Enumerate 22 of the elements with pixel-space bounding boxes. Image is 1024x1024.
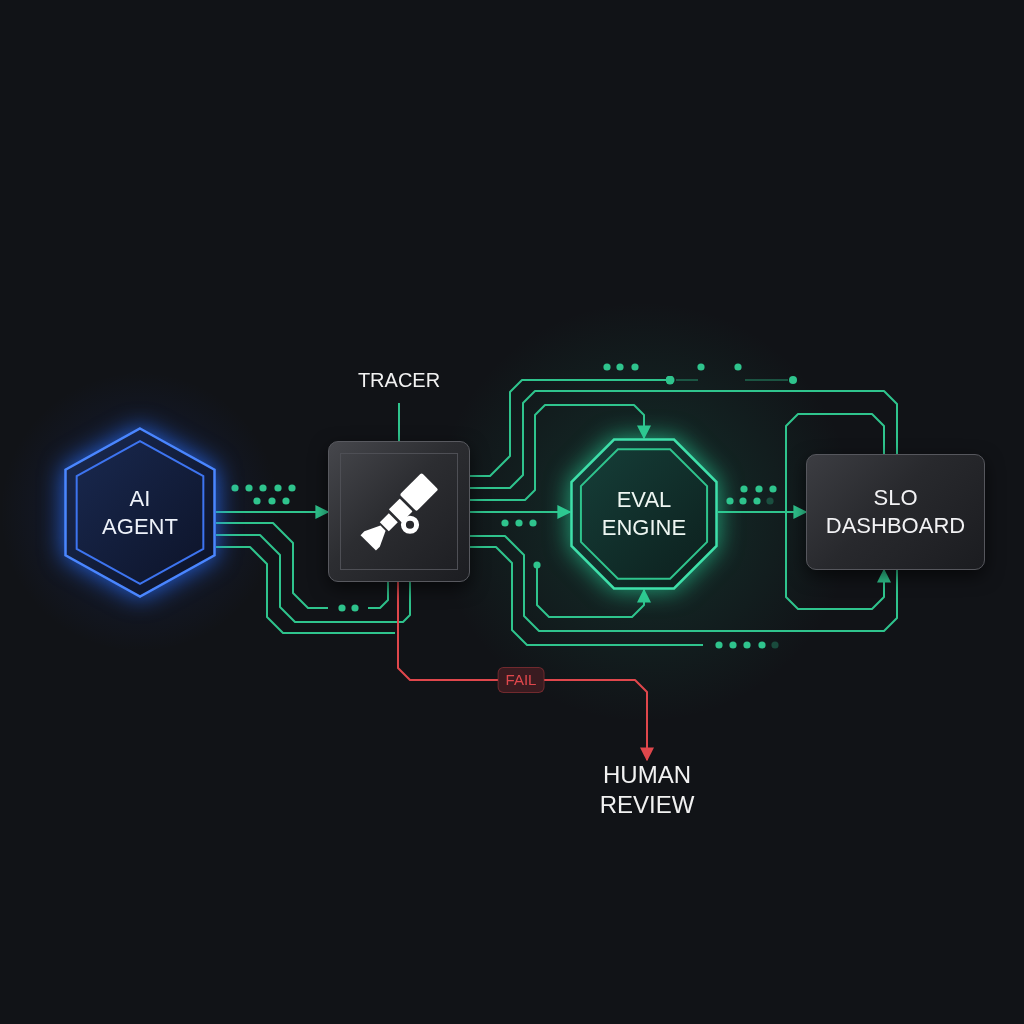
connector-line bbox=[469, 535, 898, 632]
arrow bbox=[215, 505, 330, 519]
octagon-node bbox=[570, 438, 718, 590]
connector-line bbox=[469, 546, 704, 646]
arrow bbox=[717, 505, 808, 519]
edge-label: FAIL bbox=[497, 667, 545, 693]
node-label: TRACER bbox=[357, 368, 441, 393]
hexagon-node bbox=[64, 427, 216, 598]
connector-line bbox=[215, 522, 329, 609]
text-label: HUMAN REVIEW bbox=[592, 760, 702, 822]
connector-line bbox=[367, 581, 389, 609]
node-label: EVAL ENGINE bbox=[600, 486, 688, 542]
arrow bbox=[397, 581, 654, 762]
arrow bbox=[469, 505, 572, 519]
arrow bbox=[785, 413, 891, 610]
node-label: SLO DASHBOARD bbox=[824, 484, 967, 540]
connector-line bbox=[215, 546, 396, 634]
connector-line bbox=[469, 375, 675, 477]
node-label: AI AGENT bbox=[101, 484, 179, 541]
connector-line bbox=[469, 390, 898, 489]
process-box bbox=[806, 454, 985, 570]
connector-line bbox=[215, 534, 411, 623]
